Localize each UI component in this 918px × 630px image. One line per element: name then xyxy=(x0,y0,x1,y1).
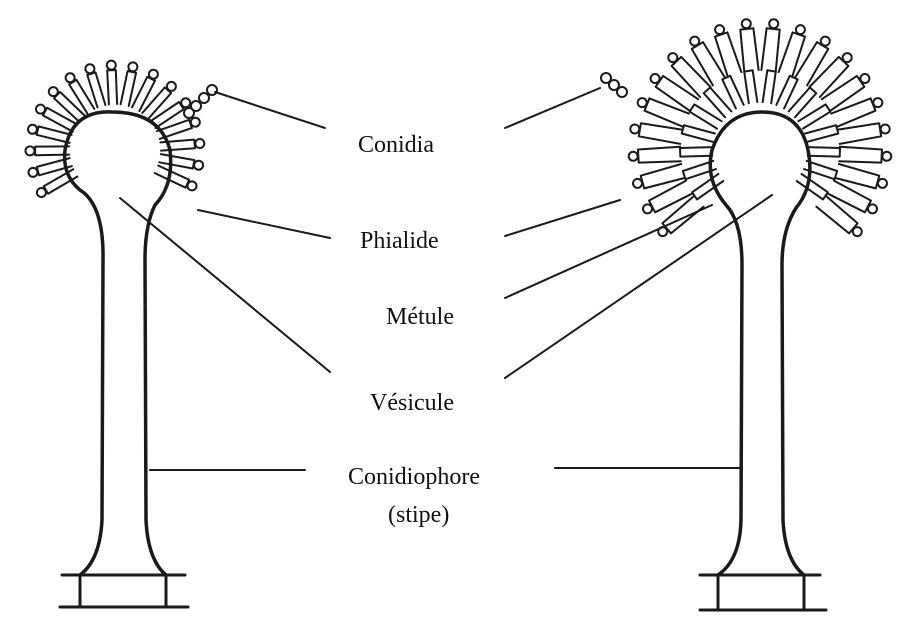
leader-conidia-right xyxy=(505,88,600,128)
leader-vesicule-left xyxy=(120,198,330,372)
leader-phialide-right xyxy=(505,200,620,236)
right-foot-cell xyxy=(700,575,826,610)
right-phialide-conidium xyxy=(882,152,891,161)
right-phialide-conidium xyxy=(629,152,638,161)
left-specimen xyxy=(26,61,218,607)
left-phialide-conidium xyxy=(28,125,37,134)
right-phialide-cell xyxy=(795,42,829,85)
left-phialide-conidium xyxy=(191,118,200,127)
label-conidiophore: Conidiophore xyxy=(348,462,480,492)
left-phialide-conidium xyxy=(167,82,176,91)
right-phialide-cell xyxy=(656,76,699,111)
left-phialide-conidium xyxy=(194,161,203,170)
right-phialide-cell xyxy=(662,196,703,234)
leader-conidia-left xyxy=(215,92,325,128)
left-conidium xyxy=(184,108,194,118)
right-metule-cell xyxy=(763,70,776,103)
right-phialide-conidium xyxy=(821,37,830,46)
right-phialide-conidium xyxy=(742,19,751,28)
right-phialide-conidium xyxy=(873,98,882,107)
left-conidium xyxy=(199,93,209,103)
left-phialide-conidium xyxy=(36,105,45,114)
right-phialide-cell xyxy=(740,28,758,71)
right-metule-cell xyxy=(680,147,712,157)
left-phialide-conidium xyxy=(188,181,197,190)
left-phialide-conidium xyxy=(181,98,190,107)
right-phialide-cell xyxy=(816,196,857,234)
right-phialide-conidium xyxy=(715,25,724,34)
label-phialide: Phialide xyxy=(360,226,439,256)
left-phialide-conidium xyxy=(128,62,137,71)
left-stipe xyxy=(65,112,171,575)
right-phialide-cell xyxy=(837,123,881,144)
label-metule: Métule xyxy=(386,302,454,332)
right-phialide-cell xyxy=(839,147,882,163)
right-phialide-conidium xyxy=(668,53,677,62)
right-phialide-conidium xyxy=(651,74,660,83)
right-phialide-cell xyxy=(779,32,805,76)
left-phialide-conidium xyxy=(26,146,35,155)
left-phialide-cell xyxy=(54,92,85,122)
right-phialide-cell xyxy=(822,76,865,111)
right-phialide-cell xyxy=(831,98,875,127)
left-phialide-conidium xyxy=(85,64,94,73)
right-metules xyxy=(680,70,840,199)
leader-metule-right xyxy=(505,205,712,298)
right-phialide-conidium xyxy=(630,125,639,134)
right-phialide-conidium xyxy=(633,179,642,188)
right-phialide-cell xyxy=(638,147,681,163)
right-phialide-conidium xyxy=(843,53,852,62)
left-phialide-cell xyxy=(107,70,117,104)
right-phialide-conidium xyxy=(881,125,890,134)
right-phialide-conidium xyxy=(853,227,862,236)
left-phialide-conidium xyxy=(66,73,75,82)
right-metule-cell xyxy=(797,174,828,200)
right-phialide-cell xyxy=(761,28,779,71)
left-phialide-conidium xyxy=(49,87,58,96)
right-phialide-conidium xyxy=(796,25,805,34)
right-phialide-cell xyxy=(639,123,683,144)
right-conidium xyxy=(617,87,627,97)
left-phialide-cell xyxy=(160,140,195,151)
left-phialide-conidium xyxy=(107,61,116,70)
left-phialide-cell xyxy=(132,77,155,111)
left-phialide-conidium xyxy=(195,139,204,148)
label-conidia: Conidia xyxy=(358,130,434,160)
right-phialide-conidium xyxy=(643,204,652,213)
left-phialide-cell xyxy=(159,154,194,168)
right-phialide-conidium xyxy=(878,179,887,188)
right-conidia-chain xyxy=(601,73,627,97)
right-metule-cell xyxy=(744,70,757,103)
right-specimen xyxy=(601,19,891,610)
leader-phialide-left xyxy=(198,210,330,238)
left-foot-cell xyxy=(60,575,188,607)
right-phialide-cell xyxy=(645,98,689,127)
left-phialide-cell xyxy=(121,71,137,106)
left-phialide-cell xyxy=(142,87,171,118)
right-metule-cell xyxy=(808,147,840,157)
right-stipe xyxy=(710,112,810,575)
left-phialide-conidium xyxy=(29,168,38,177)
right-metule-cell xyxy=(682,125,715,142)
right-phialide-cell xyxy=(692,42,726,85)
right-phialide-conidium xyxy=(690,37,699,46)
left-phialide-conidium xyxy=(149,70,158,79)
right-phialide-conidium xyxy=(860,74,869,83)
right-phialide-conidium xyxy=(769,19,778,28)
right-metule-cell xyxy=(805,125,838,142)
right-phialide-cell xyxy=(715,32,741,76)
label-vesicule: Vésicule xyxy=(370,388,454,418)
right-phialide-conidium xyxy=(638,98,647,107)
right-phialide-conidium xyxy=(868,204,877,213)
label-stipe: (stipe) xyxy=(388,500,449,530)
left-phialides xyxy=(26,61,205,197)
left-phialide-conidium xyxy=(37,188,46,197)
left-conidium xyxy=(207,85,217,95)
